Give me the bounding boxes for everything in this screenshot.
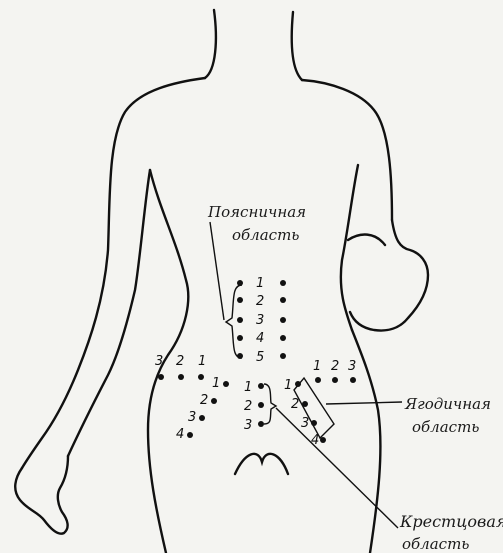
body-outline xyxy=(15,10,428,553)
gl-left-point-2 xyxy=(178,374,184,380)
lumbar-num-3: 3 xyxy=(256,313,264,328)
gl-right-point-2 xyxy=(332,377,338,383)
gl-right-num-1: 1 xyxy=(313,359,321,374)
right-shoulder xyxy=(302,80,392,220)
lumbar-point-left-4 xyxy=(237,335,243,341)
right-torso-upper xyxy=(341,165,358,330)
sacral-brace xyxy=(264,384,276,424)
gd-left-point-1 xyxy=(223,381,229,387)
right-arm-bent xyxy=(350,220,428,331)
gd-right-num-3: 3 xyxy=(301,416,309,431)
gd-right-point-3 xyxy=(311,420,317,426)
sacral-num-2: 2 xyxy=(244,399,252,414)
lumbar-num-4: 4 xyxy=(256,331,264,346)
gd-left-num-1: 1 xyxy=(212,376,220,391)
gd-left-num-3: 3 xyxy=(188,410,196,425)
lumbar-point-left-2 xyxy=(237,297,243,303)
gluteal-label-line2: область xyxy=(412,418,479,436)
leader-lines xyxy=(210,222,402,528)
lumbar-point-right-2 xyxy=(280,297,286,303)
lumbar-point-left-1 xyxy=(237,280,243,286)
gd-right-num-4: 4 xyxy=(311,433,319,448)
gl-right-num-3: 3 xyxy=(348,359,356,374)
sacral-point-3 xyxy=(258,421,264,427)
gd-right-point-2 xyxy=(302,401,308,407)
gl-left-point-3 xyxy=(158,374,164,380)
sacral-label-line1: Крестцовая xyxy=(399,512,503,531)
gd-left-point-4 xyxy=(187,432,193,438)
gluteal-bracket xyxy=(294,378,334,438)
lumbar-label-line1: Поясничная xyxy=(207,203,306,221)
gd-right-point-1 xyxy=(295,381,301,387)
gd-left-point-3 xyxy=(199,415,205,421)
sacral-point-1 xyxy=(258,383,264,389)
left-shoulder-arm xyxy=(22,78,205,468)
lumbar-point-right-4 xyxy=(280,335,286,341)
sacral-point-2 xyxy=(258,402,264,408)
neck-right xyxy=(292,12,302,80)
lumbar-label-line2: область xyxy=(232,226,299,244)
lumbar-point-left-3 xyxy=(237,317,243,323)
gd-left-num-4: 4 xyxy=(176,427,184,442)
lumbar-leader xyxy=(210,222,224,320)
gl-left-num-2: 2 xyxy=(176,354,184,369)
gl-left-num-1: 1 xyxy=(198,354,206,369)
lumbar-point-right-1 xyxy=(280,280,286,286)
gl-right-point-1 xyxy=(315,377,321,383)
sacral-num-1: 1 xyxy=(244,380,252,395)
lumbar-point-right-5 xyxy=(280,353,286,359)
gluteal-label-line1: Ягодичная xyxy=(404,395,491,413)
lumbar-num-2: 2 xyxy=(256,294,264,309)
gd-right-num-2: 2 xyxy=(291,397,299,412)
gl-left-point-1 xyxy=(198,374,204,380)
sacral-label-line2: область xyxy=(402,535,469,553)
right-forearm xyxy=(348,235,385,245)
buttocks-crease xyxy=(235,454,288,474)
gluteal-leader xyxy=(326,402,402,404)
gd-right-num-1: 1 xyxy=(284,378,292,393)
gl-right-point-3 xyxy=(350,377,356,383)
lumbar-point-left-5 xyxy=(237,353,243,359)
lumbar-num-1: 1 xyxy=(256,276,264,291)
lumbar-num-5: 5 xyxy=(256,350,264,365)
gd-right-point-4 xyxy=(320,437,326,443)
lumbar-point-right-3 xyxy=(280,317,286,323)
gl-left-num-3: 3 xyxy=(155,354,163,369)
neck-left xyxy=(205,10,216,78)
gl-right-num-2: 2 xyxy=(331,359,339,374)
sacral-num-3: 3 xyxy=(244,418,252,433)
gd-left-num-2: 2 xyxy=(200,393,208,408)
left-hand xyxy=(15,456,68,534)
points-layer: 1 2 3 4 5 3 2 1 1 2 3 1 2 3 4 1 2 3 xyxy=(155,276,356,448)
gd-left-point-2 xyxy=(211,398,217,404)
